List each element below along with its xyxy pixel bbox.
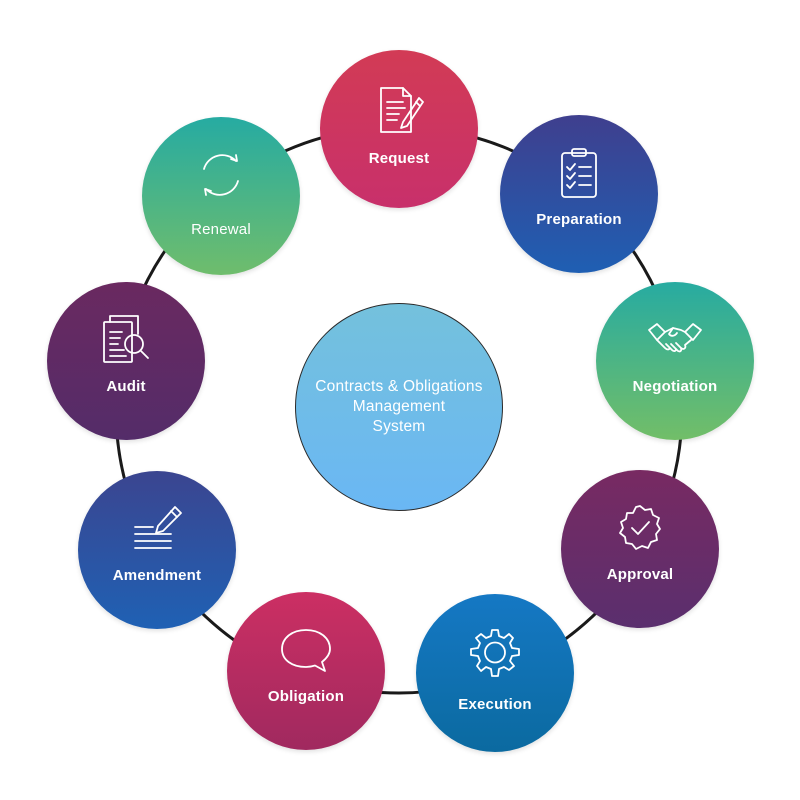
clipboard-checklist-icon: [549, 143, 609, 203]
approval-badge-icon: [610, 498, 670, 558]
center-hub: Contracts & Obligations Management Syste…: [295, 303, 503, 511]
gear-icon: [465, 624, 525, 684]
step-obligation: Obligation: [227, 592, 385, 750]
step-request-label: Request: [368, 150, 430, 167]
step-approval: Approval: [561, 470, 719, 628]
step-audit-label: Audit: [106, 378, 146, 395]
step-preparation-label: Preparation: [536, 211, 622, 228]
step-amendment: Amendment: [78, 471, 236, 629]
document-search-icon: [96, 310, 156, 370]
handshake-icon: [645, 310, 705, 370]
step-renewal: Renewal: [142, 117, 300, 275]
edit-lines-icon: [127, 499, 187, 559]
step-negotiation-label: Negotiation: [632, 378, 718, 395]
step-preparation: Preparation: [500, 115, 658, 273]
step-execution: Execution: [416, 594, 574, 752]
step-amendment-label: Amendment: [112, 567, 202, 584]
step-execution-label: Execution: [458, 696, 532, 713]
refresh-cycle-icon: [191, 145, 251, 205]
document-pen-icon: [369, 82, 429, 142]
speech-bubble-icon: [276, 620, 336, 680]
step-request: Request: [320, 50, 478, 208]
step-negotiation: Negotiation: [596, 282, 754, 440]
step-renewal-label: Renewal: [191, 221, 251, 238]
step-obligation-label: Obligation: [267, 688, 345, 705]
center-hub-title: Contracts & Obligations Management Syste…: [315, 378, 483, 435]
step-approval-label: Approval: [606, 566, 674, 583]
step-audit: Audit: [47, 282, 205, 440]
